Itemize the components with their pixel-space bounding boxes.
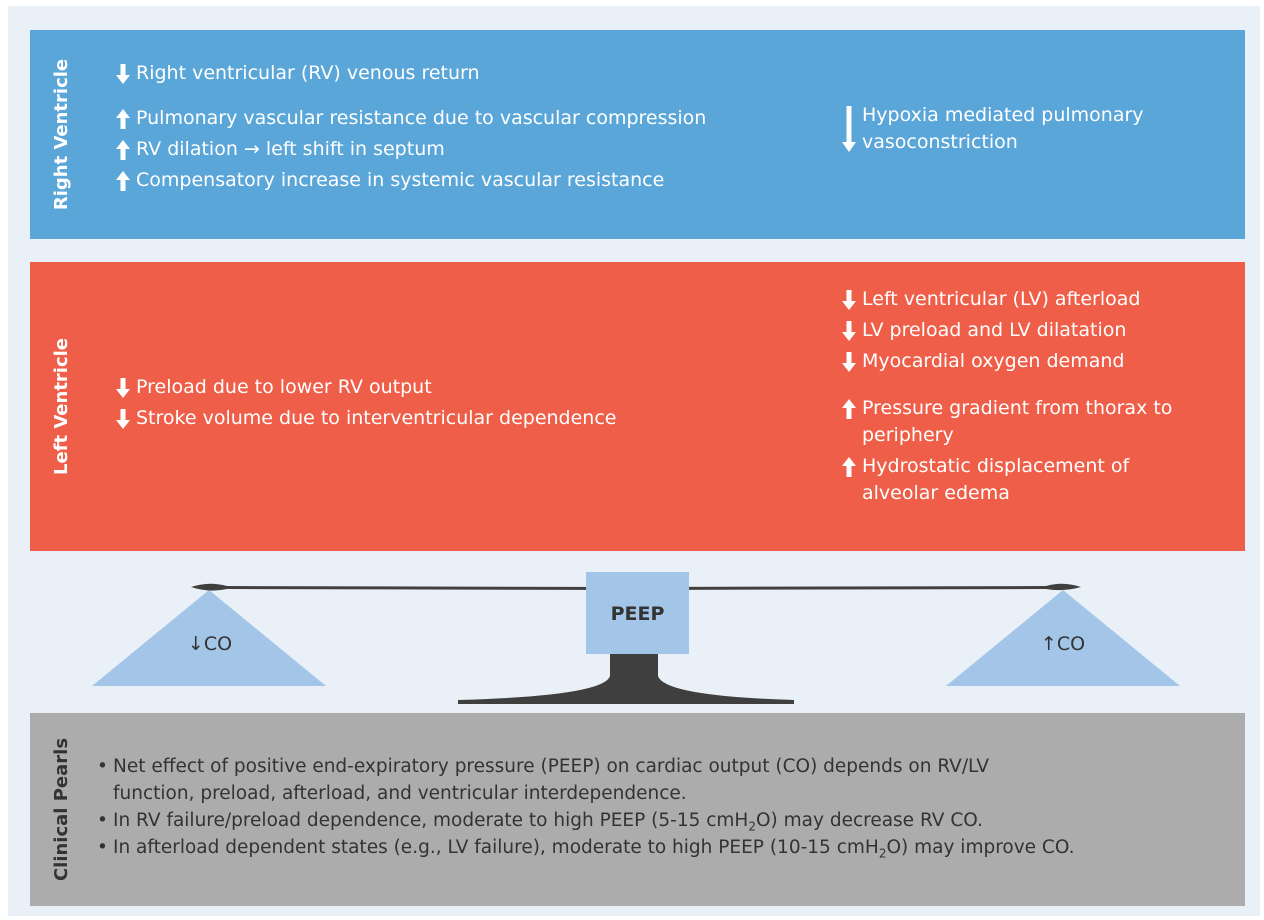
up-arrow-icon xyxy=(116,136,136,163)
rv-left-list: Right ventricular (RV) venous return Pul… xyxy=(116,60,706,194)
pearl-text-before: In RV failure/preload dependence, modera… xyxy=(113,810,749,831)
clinical-pearls-panel: Clinical Pearls • Net effect of positive… xyxy=(30,713,1245,906)
lv-item: Myocardial oxygen demand xyxy=(842,348,1172,375)
rv-item-line1: Hypoxia mediated pulmonary xyxy=(862,104,1144,126)
up-arrow-icon xyxy=(842,395,862,422)
lv-item-line1: Hydrostatic displacement of xyxy=(862,455,1130,477)
rv-item: Right ventricular (RV) venous return xyxy=(116,60,706,87)
figure: Right Ventricle Right ventricular (RV) v… xyxy=(8,6,1260,916)
up-arrow-icon xyxy=(116,105,136,132)
rv-item-text: RV dilation → left shift in septum xyxy=(136,138,445,160)
up-arrow-icon xyxy=(116,167,136,194)
lv-item-line1: Pressure gradient from thorax to xyxy=(862,397,1173,419)
lv-right-list: Left ventricular (LV) afterload LV prelo… xyxy=(842,286,1172,507)
peep-box xyxy=(586,572,689,654)
clinical-pearls-label: Clinical Pearls xyxy=(51,737,73,882)
clinical-pearls-label-wrap: Clinical Pearls xyxy=(30,713,94,906)
rv-right-list: Hypoxia mediated pulmonary vasoconstrict… xyxy=(842,102,1144,156)
lv-item-line2: periphery xyxy=(862,424,954,446)
bullet: • xyxy=(97,756,108,777)
lv-item: Stroke volume due to interventricular de… xyxy=(116,405,616,432)
right-scale-triangle xyxy=(946,590,1180,686)
pearl-text: Net effect of positive end-expiratory pr… xyxy=(113,753,989,807)
lv-item-text: Stroke volume due to interventricular de… xyxy=(136,407,617,429)
lv-item-text: Left ventricular (LV) afterload xyxy=(862,288,1141,310)
down-arrow-icon xyxy=(116,374,136,401)
rv-item-text: Hypoxia mediated pulmonary vasoconstrict… xyxy=(862,102,1144,156)
lv-item: LV preload and LV dilatation xyxy=(842,317,1172,344)
right-co-label: ↑CO xyxy=(1041,633,1085,655)
rv-item: Pulmonary vascular resistance due to vas… xyxy=(116,105,706,132)
pearl-line1: Net effect of positive end-expiratory pr… xyxy=(113,756,989,777)
bullet: • xyxy=(97,810,108,831)
clinical-pearls-list: • Net effect of positive end-expiratory … xyxy=(97,753,1075,861)
down-arrow-icon xyxy=(842,102,862,156)
pearl-item: • In afterload dependent states (e.g., L… xyxy=(97,834,1075,861)
rv-item: Hypoxia mediated pulmonary vasoconstrict… xyxy=(842,102,1144,156)
pearl-item: • Net effect of positive end-expiratory … xyxy=(97,753,1075,807)
right-ventricle-label: Right Ventricle xyxy=(51,58,73,211)
bullet: • xyxy=(97,837,108,858)
lv-item: Left ventricular (LV) afterload xyxy=(842,286,1172,313)
pearl-text-after: O) may decrease RV CO. xyxy=(755,810,983,831)
pearl-text-after: O) may improve CO. xyxy=(886,837,1075,858)
pearl-subscript: 2 xyxy=(748,819,756,834)
lv-item: Pressure gradient from thorax to periphe… xyxy=(842,395,1172,449)
rv-item-line2: vasoconstriction xyxy=(862,131,1018,153)
down-arrow-icon xyxy=(842,348,862,375)
pearl-item: • In RV failure/preload dependence, mode… xyxy=(97,807,1075,834)
rv-item-text: Compensatory increase in systemic vascul… xyxy=(136,169,665,191)
right-ventricle-label-wrap: Right Ventricle xyxy=(30,30,94,239)
up-arrow-icon xyxy=(842,453,862,480)
lv-item-line2: alveolar edema xyxy=(862,482,1010,504)
pearl-subscript: 2 xyxy=(878,846,887,861)
left-ventricle-label: Left Ventricle xyxy=(51,337,73,476)
scale-base xyxy=(458,654,794,704)
lv-item: Preload due to lower RV output xyxy=(116,374,616,401)
pearl-line2: function, preload, afterload, and ventri… xyxy=(113,783,687,804)
down-arrow-icon xyxy=(116,60,136,87)
down-arrow-icon xyxy=(842,286,862,313)
pearl-text: In afterload dependent states (e.g., LV … xyxy=(113,834,1075,861)
balance-scale: PEEP ↓CO ↑CO xyxy=(92,572,1180,704)
rv-item: Compensatory increase in systemic vascul… xyxy=(116,167,706,194)
left-ventricle-label-wrap: Left Ventricle xyxy=(30,262,94,551)
rv-item: RV dilation → left shift in septum xyxy=(116,136,706,163)
rv-item-text: Pulmonary vascular resistance due to vas… xyxy=(136,107,707,129)
lv-item: Hydrostatic displacement of alveolar ede… xyxy=(842,453,1172,507)
pearl-text: In RV failure/preload dependence, modera… xyxy=(113,807,983,834)
rv-item-text: Right ventricular (RV) venous return xyxy=(136,62,480,84)
right-ventricle-panel: Right Ventricle Right ventricular (RV) v… xyxy=(30,30,1245,239)
left-scale-triangle xyxy=(92,590,326,686)
lv-item-text: LV preload and LV dilatation xyxy=(862,319,1127,341)
lv-item-text: Preload due to lower RV output xyxy=(136,376,432,398)
lv-item-text: Hydrostatic displacement of alveolar ede… xyxy=(862,453,1129,507)
down-arrow-icon xyxy=(116,405,136,432)
pearl-text-before: In afterload dependent states (e.g., LV … xyxy=(113,837,879,858)
lv-item-text: Pressure gradient from thorax to periphe… xyxy=(862,395,1172,449)
lv-item-text: Myocardial oxygen demand xyxy=(862,350,1125,372)
peep-label: PEEP xyxy=(611,603,665,625)
down-arrow-icon xyxy=(842,317,862,344)
lv-left-list: Preload due to lower RV output Stroke vo… xyxy=(116,374,616,432)
left-ventricle-panel: Left Ventricle Preload due to lower RV o… xyxy=(30,262,1245,551)
left-co-label: ↓CO xyxy=(188,633,232,655)
